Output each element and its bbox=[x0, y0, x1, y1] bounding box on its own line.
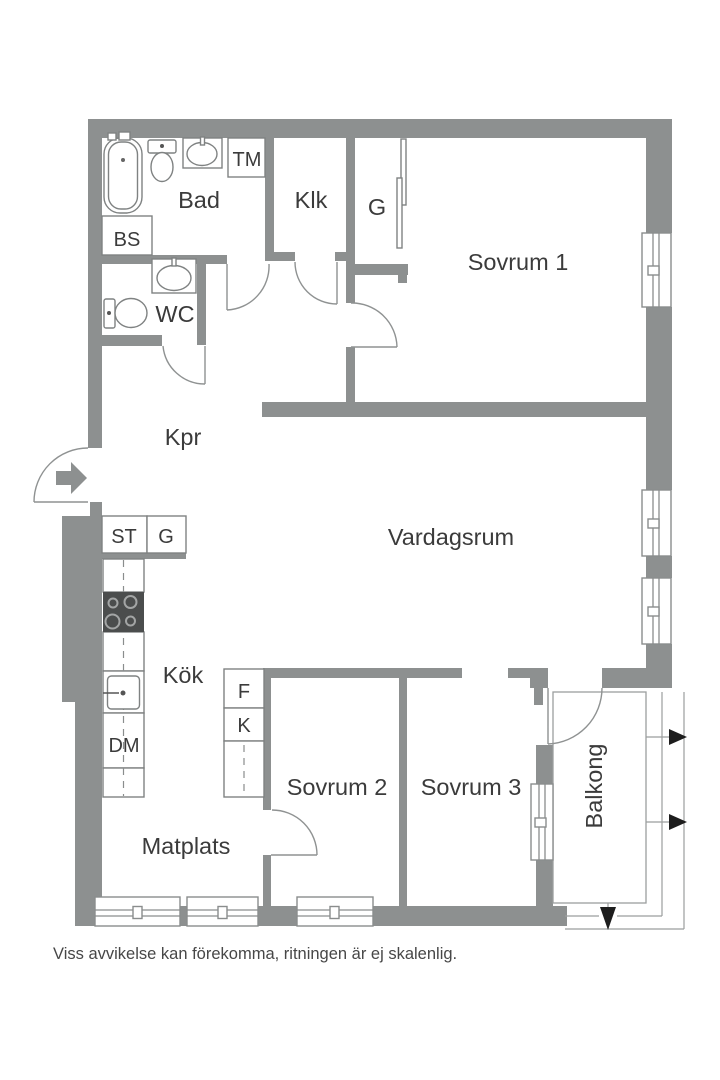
room-label-garderob-top: G bbox=[368, 194, 386, 220]
unit-label-tm: TM bbox=[233, 149, 262, 171]
balcony-floor bbox=[552, 691, 647, 904]
toilet-icon bbox=[147, 139, 177, 183]
sliding-door-panel-1 bbox=[400, 138, 407, 206]
wall-left-upper bbox=[88, 138, 102, 448]
wall-sovrum2-sovrum3 bbox=[399, 678, 407, 906]
sovrum2-door-arc bbox=[271, 809, 318, 856]
wall-wc-bottom bbox=[102, 335, 162, 346]
wall-sovrum3-balcony-mid bbox=[536, 745, 553, 785]
bathroom-fixtures bbox=[103, 131, 223, 329]
unit-label-k: K bbox=[237, 715, 251, 737]
klk-door-arc bbox=[294, 261, 338, 305]
washing-machine-box bbox=[227, 137, 266, 178]
bad-door-arc bbox=[226, 263, 270, 311]
kitchen-counter bbox=[102, 558, 145, 798]
wall-left-below-door bbox=[90, 502, 102, 516]
room-label-kok: Kök bbox=[163, 662, 204, 688]
wall-hall-closet bbox=[102, 552, 186, 559]
balcony-railing bbox=[565, 692, 685, 930]
wall-sovrum3-right-lower bbox=[536, 858, 553, 906]
room-label-sovrum2: Sovrum 2 bbox=[287, 774, 388, 800]
balcony-arrow-right-2-icon bbox=[669, 814, 687, 830]
sliding-door-panel-2 bbox=[396, 177, 403, 249]
wall-klk-g bbox=[346, 138, 355, 303]
wall-klk-stub-left bbox=[265, 252, 295, 261]
bad-washbasin-icon bbox=[182, 136, 223, 169]
bathtub-icon bbox=[103, 131, 143, 214]
stove-icon bbox=[103, 592, 144, 632]
st-box bbox=[101, 515, 148, 554]
unit-label-f: F bbox=[238, 681, 250, 703]
wall-g-bottom bbox=[346, 264, 408, 275]
balcony bbox=[552, 691, 687, 930]
wall-klk-stub-right bbox=[335, 252, 352, 261]
hall-wardrobe-box bbox=[146, 515, 187, 554]
fridge-box bbox=[223, 668, 265, 709]
entrance-door-arc bbox=[33, 447, 89, 503]
window-right-2 bbox=[641, 489, 672, 557]
wall-wc-right bbox=[197, 255, 206, 345]
disclaimer-text: Viss avvikelse kan förekomma, ritningen … bbox=[53, 945, 457, 963]
room-label-kpr: Kpr bbox=[165, 424, 202, 450]
wall-sovrum2-left-upper bbox=[263, 678, 271, 810]
wall-sovrum1-left bbox=[346, 347, 355, 407]
wall-sovrum3-top bbox=[508, 668, 530, 678]
wall-sovrum1-bottom bbox=[262, 402, 646, 417]
doors bbox=[33, 261, 603, 856]
wall-right-a bbox=[646, 138, 672, 233]
wall-bad-klk bbox=[265, 138, 274, 252]
unit-label-dm: DM bbox=[108, 735, 139, 757]
unit-label-g-hall: G bbox=[158, 526, 174, 548]
balcony-door-arc bbox=[547, 687, 603, 745]
window-right-1 bbox=[641, 232, 672, 308]
labels: Bad Klk G Sovrum 1 WC Kpr Vardagsrum Kök… bbox=[108, 149, 607, 859]
kitchen-sink-icon bbox=[103, 675, 141, 710]
sovrum1-door-arc bbox=[350, 302, 398, 348]
wc-toilet-icon bbox=[103, 297, 148, 329]
unit-label-bs: BS bbox=[114, 229, 141, 251]
room-label-sovrum1: Sovrum 1 bbox=[468, 249, 569, 275]
wc-washbasin-icon bbox=[151, 257, 197, 294]
wall-top bbox=[88, 119, 672, 138]
wall-right-c bbox=[646, 556, 672, 578]
wall-sovrum2-top bbox=[263, 668, 462, 678]
wall-g-stub bbox=[398, 264, 407, 283]
room-label-sovrum3: Sovrum 3 bbox=[421, 774, 522, 800]
bs-box bbox=[101, 215, 153, 256]
room-label-balkong: Balkong bbox=[581, 744, 607, 829]
entrance-arrow-icon bbox=[56, 462, 87, 494]
balcony-arrow-right-1-icon bbox=[669, 729, 687, 745]
closet-boxes bbox=[101, 137, 407, 798]
room-label-klk: Klk bbox=[295, 187, 328, 213]
window-bottom-1 bbox=[94, 896, 181, 927]
window-right-3 bbox=[641, 577, 672, 645]
balcony-arrow-down-icon bbox=[600, 907, 616, 930]
room-label-wc: WC bbox=[155, 301, 194, 327]
window-bottom-3 bbox=[296, 896, 374, 927]
room-label-bad: Bad bbox=[178, 187, 220, 213]
wall-left-thick bbox=[62, 516, 102, 702]
unit-label-st: ST bbox=[111, 526, 137, 548]
wall-sovrum3-balcony-stub bbox=[534, 678, 543, 705]
room-label-matplats: Matplats bbox=[142, 833, 231, 859]
room-label-vardagsrum: Vardagsrum bbox=[388, 524, 514, 550]
windows bbox=[94, 232, 672, 927]
wall-left-lower bbox=[75, 702, 102, 926]
wall-sovrum2-left-lower bbox=[263, 855, 271, 906]
wc-door-arc bbox=[162, 345, 206, 385]
window-sovrum3 bbox=[530, 783, 554, 861]
freezer-box bbox=[223, 707, 265, 742]
wall-right-d bbox=[646, 644, 672, 688]
window-bottom-2 bbox=[186, 896, 259, 927]
wall-balcony-top-right bbox=[602, 668, 646, 688]
wall-right-b bbox=[646, 307, 672, 490]
